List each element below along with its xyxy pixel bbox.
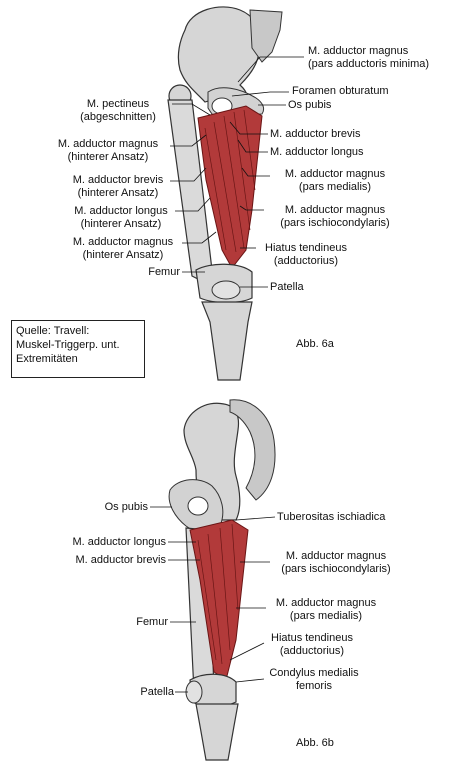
label-line: (pars ischiocondylaris) <box>281 563 391 575</box>
caption-abb-6a: Abb. 6a <box>296 338 334 350</box>
source-line: Quelle: Travell: <box>16 325 90 337</box>
label-line: M. adductor magnus <box>57 138 159 150</box>
source-line: Muskel-Triggerp. unt. <box>16 339 120 351</box>
label-line: Hiatus tendineus <box>271 632 353 644</box>
label-adductor-magnus-minima: M. adductor magnus (pars adductoris mini… <box>308 45 429 71</box>
label-adductor-magnus-hinterer: M. adductor magnus (hinterer Ansatz) <box>46 138 170 164</box>
tibia-6a <box>201 301 253 381</box>
label-line: M. adductor magnus <box>285 550 387 562</box>
label-line: (abgeschnitten) <box>80 111 156 123</box>
label-line: (pars adductoris minima) <box>308 58 430 70</box>
label-patella-b: Patella <box>140 686 174 698</box>
label-tuberositas-ischiadica: Tuberositas ischiadica <box>277 511 386 523</box>
label-line: Hiatus tendineus <box>265 242 347 254</box>
label-line: M. adductor magnus <box>284 168 386 180</box>
label-line: M. adductor brevis <box>72 174 164 186</box>
figure-6b-drawing <box>168 399 276 761</box>
adductor-fibers-6a <box>204 109 256 253</box>
label-line: (adductorius) <box>279 645 345 657</box>
label-adductor-magnus-medialis-a: M. adductor magnus (pars medialis) <box>270 168 400 194</box>
label-line: M. adductor magnus <box>275 597 377 609</box>
label-adductor-brevis-a: M. adductor brevis <box>270 128 361 140</box>
label-line: Condylus medialis <box>269 667 359 679</box>
leader-lines-6b <box>150 506 276 693</box>
label-adductor-magnus-ischio-b: M. adductor magnus (pars ischiocondylari… <box>268 550 404 576</box>
label-patella-a: Patella <box>270 281 304 293</box>
label-line: M. pectineus <box>86 98 150 110</box>
caption-abb-6b: Abb. 6b <box>296 737 334 749</box>
label-adductor-magnus-ischio-a: M. adductor magnus (pars ischiocondylari… <box>266 204 404 230</box>
label-femur-b: Femur <box>136 616 168 628</box>
label-line: femoris <box>295 680 333 692</box>
label-foramen-obturatum: Foramen obturatum <box>292 85 389 97</box>
adductor-muscles-6a <box>197 105 263 269</box>
label-adductor-longus-hinterer: M. adductor longus (hinterer Ansatz) <box>64 205 178 231</box>
label-hiatus-a: Hiatus tendineus (adductorius) <box>256 242 356 268</box>
sacrum-6b <box>229 399 276 501</box>
label-adductor-longus-b: M. adductor longus <box>72 536 166 548</box>
label-line: M. adductor longus <box>74 205 168 217</box>
adductor-muscles-6b <box>189 519 249 681</box>
label-line: M. adductor magnus <box>308 45 409 57</box>
sacrum-6a <box>249 9 283 63</box>
label-line: (hinterer Ansatz) <box>80 218 162 230</box>
leader-lines-6a <box>170 56 304 288</box>
label-os-pubis-b: Os pubis <box>104 501 148 513</box>
label-adductor-brevis-hinterer: M. adductor brevis (hinterer Ansatz) <box>64 174 172 200</box>
label-line: M. adductor magnus <box>72 236 174 248</box>
label-condylus-medialis: Condylus medialis femoris <box>262 667 366 693</box>
patella-bone-6a <box>211 280 241 300</box>
label-line: M. adductor magnus <box>284 204 386 216</box>
label-adductor-magnus-hinterer-2: M. adductor magnus (hinterer Ansatz) <box>62 236 184 262</box>
label-hiatus-b: Hiatus tendineus (adductorius) <box>262 632 362 658</box>
source-line: Extremitäten <box>16 353 78 365</box>
label-adductor-brevis-b: M. adductor brevis <box>75 554 166 566</box>
label-os-pubis-a: Os pubis <box>288 99 332 111</box>
label-line: (pars medialis) <box>298 181 372 193</box>
label-femur-a: Femur <box>148 266 180 278</box>
patella-bone-6b <box>185 680 203 704</box>
obturator-foramen-6b <box>187 496 209 516</box>
label-adductor-magnus-medialis-b: M. adductor magnus (pars medialis) <box>266 597 386 623</box>
label-line: (pars medialis) <box>289 610 363 622</box>
label-line: (hinterer Ansatz) <box>77 187 159 199</box>
label-adductor-longus-a: M. adductor longus <box>270 146 364 158</box>
label-line: (adductorius) <box>273 255 339 267</box>
label-line: (hinterer Ansatz) <box>82 249 164 261</box>
tibia-6b <box>195 703 239 761</box>
label-line: (pars ischiocondylaris) <box>280 217 390 229</box>
label-pectineus: M. pectineus (abgeschnitten) <box>62 98 174 124</box>
adductor-fibers-6b <box>197 523 239 665</box>
label-line: (hinterer Ansatz) <box>67 151 149 163</box>
source-citation-box: Quelle: Travell: Muskel-Triggerp. unt. E… <box>11 320 145 378</box>
figure-6a-drawing <box>167 6 283 381</box>
